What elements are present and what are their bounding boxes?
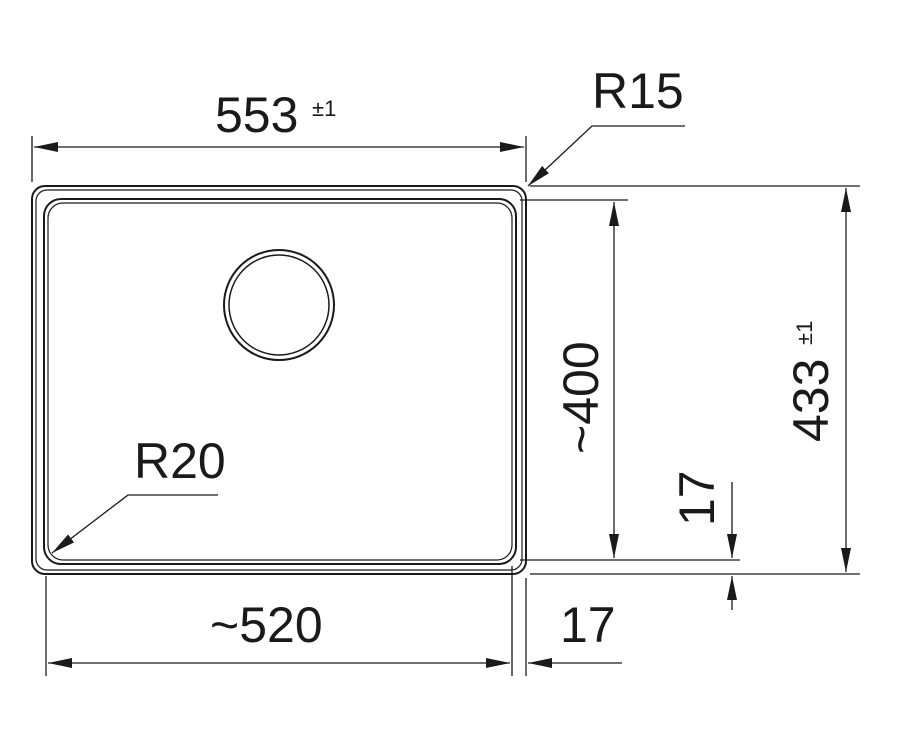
label-overall-width-tolerance: ±1 (312, 96, 336, 121)
label-inner-radius: R20 (134, 433, 226, 489)
label-outer-radius: R15 (592, 63, 684, 119)
label-rim-bottom: 17 (669, 470, 725, 526)
drain-outer-ring (223, 249, 335, 361)
sink-outer-rim (31, 185, 527, 575)
leader-outer-radius (527, 125, 685, 187)
sink-bowl-inner-edge (47, 202, 513, 561)
label-overall-height: 433 (783, 359, 839, 442)
label-overall-width: 553 (215, 87, 298, 143)
label-bowl-width: ~520 (210, 597, 323, 653)
leader-inner-radius (51, 494, 218, 554)
sink-bowl (43, 198, 517, 565)
sink-rim-inner-edge (35, 189, 523, 571)
label-rim-side: 17 (560, 597, 616, 653)
label-bowl-height: ~400 (553, 341, 609, 454)
label-overall-height-tolerance: ±1 (792, 321, 817, 345)
drain-inner-ring (228, 254, 330, 356)
